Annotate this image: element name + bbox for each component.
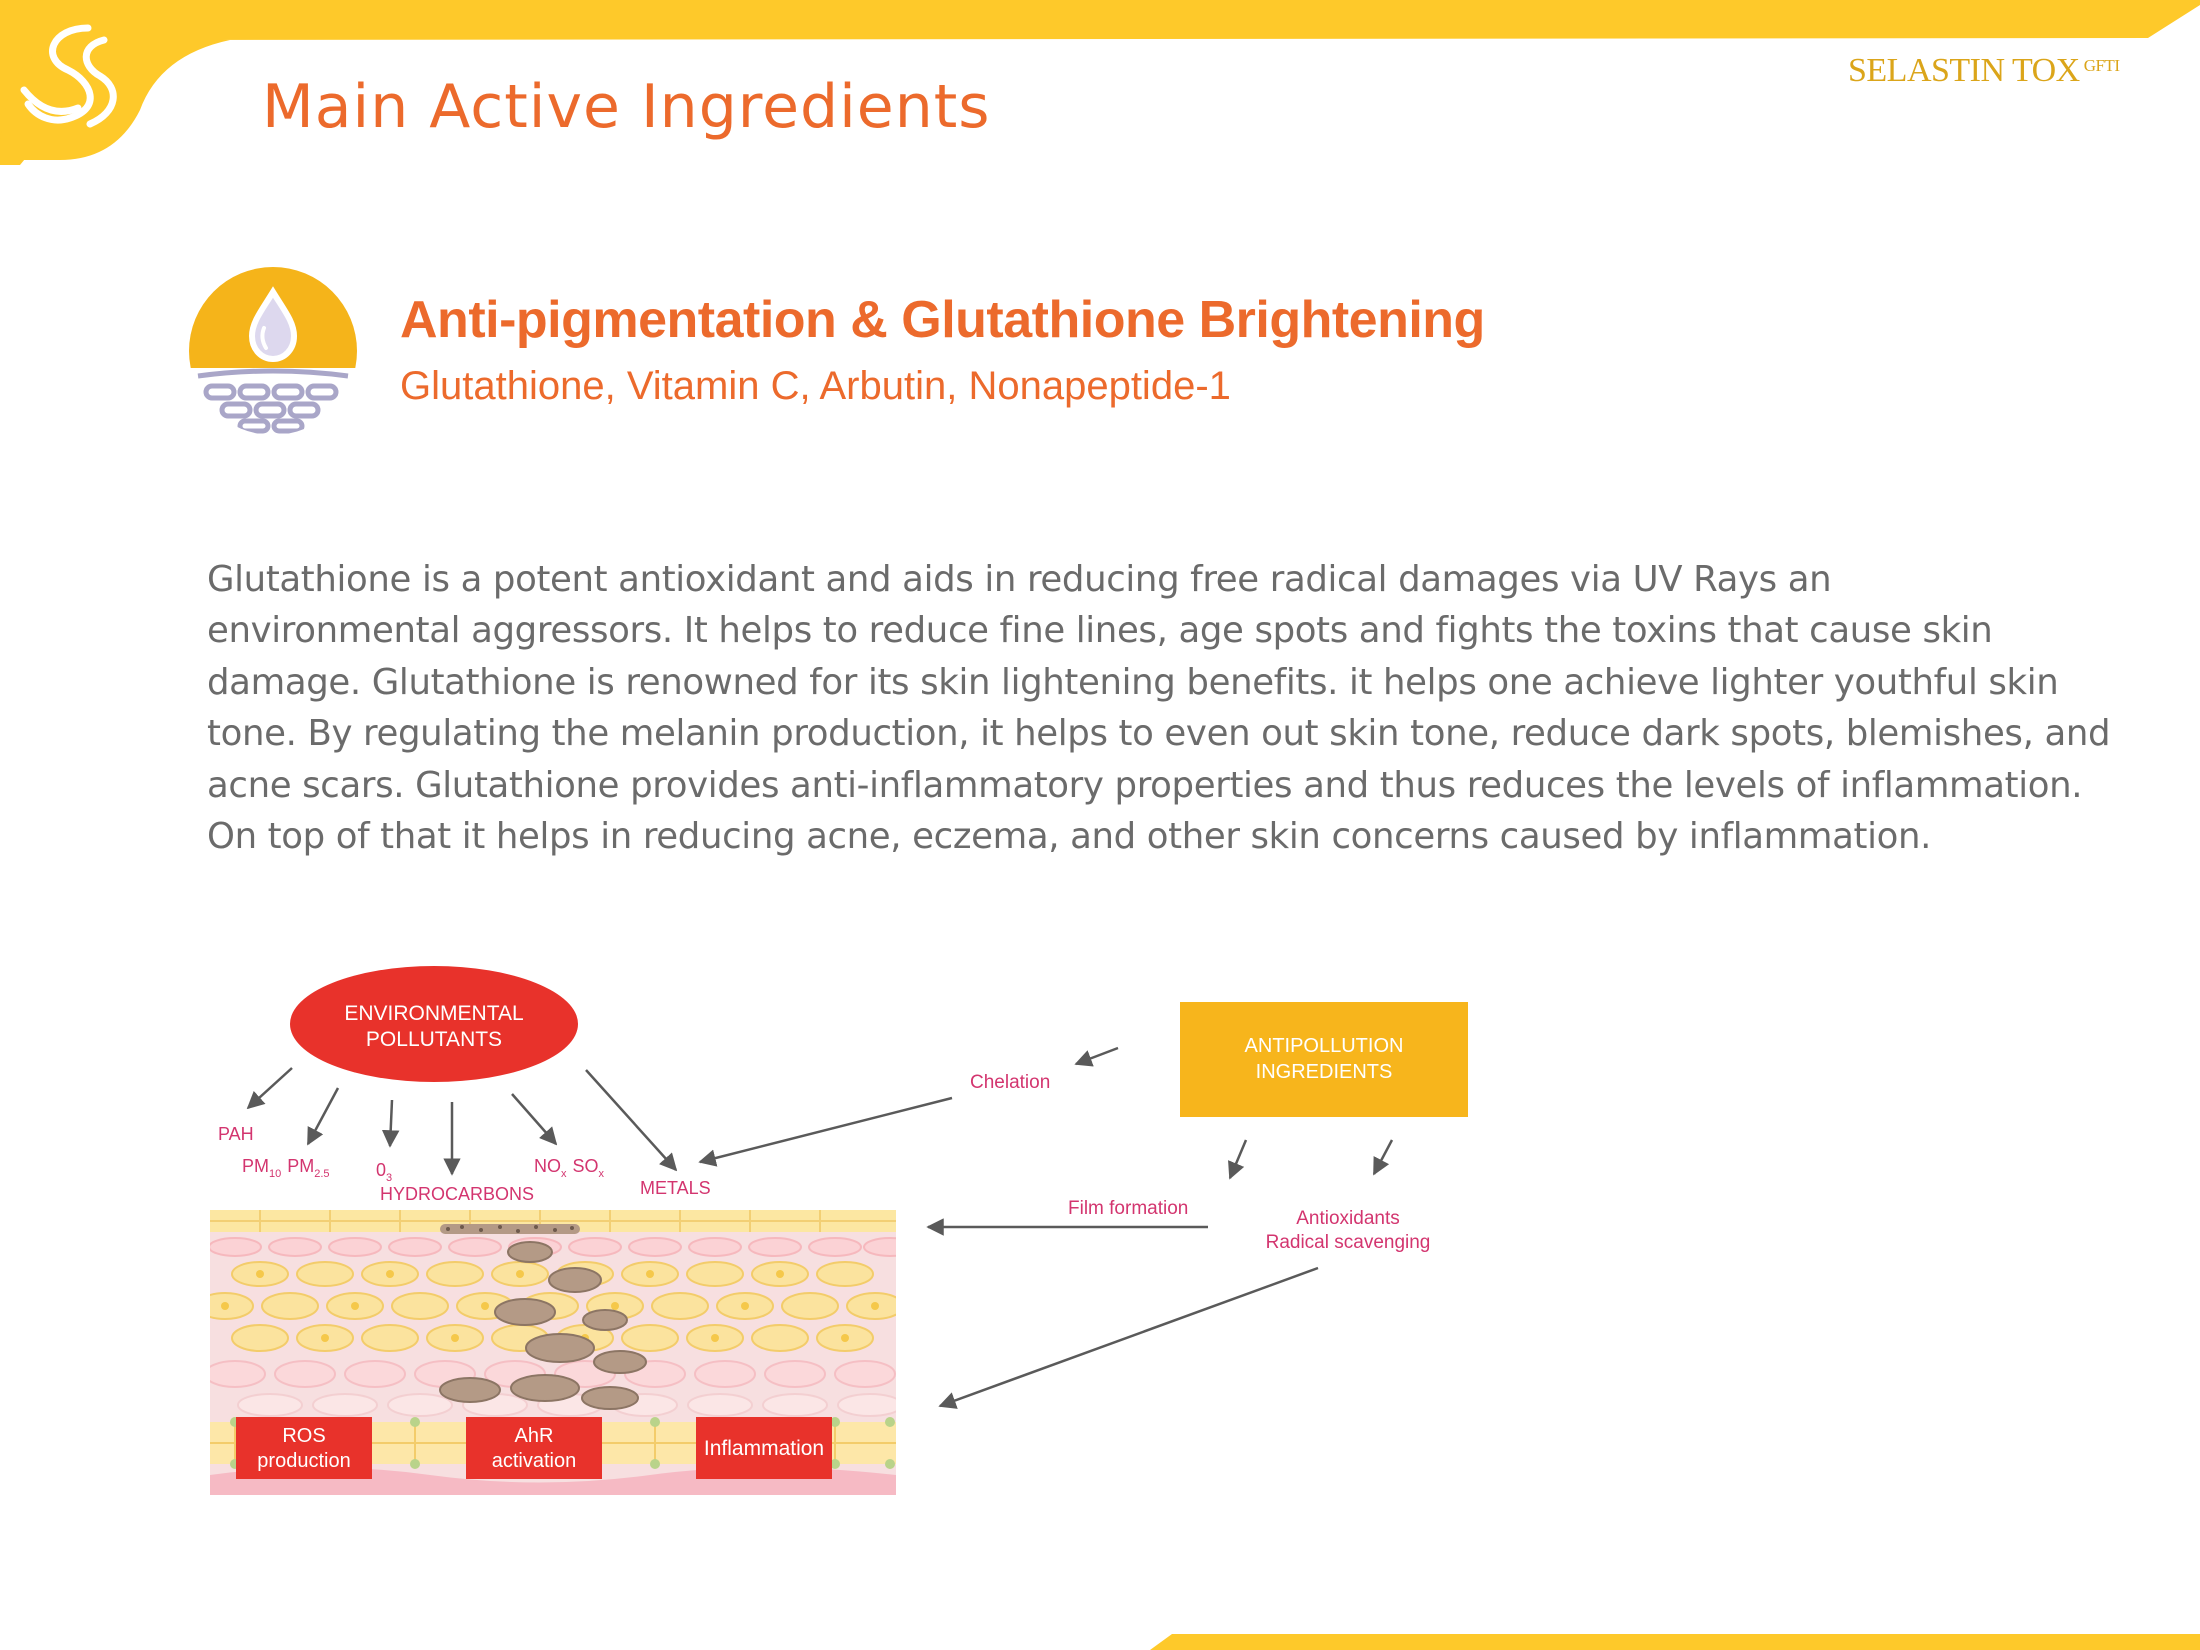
antipollution-ingredients-box [1180,1002,1468,1117]
body-line: environmental aggressors. It helps to re… [207,610,1993,652]
pollutant-arrows [246,1067,678,1176]
antioxidants-line2: Radical scavenging [1266,1232,1431,1253]
ros-line2: production [257,1450,350,1472]
body-line: damage. Glutathione is renowned for its … [207,661,2059,703]
film-formation-label: Film formation [1068,1198,1188,1219]
inflammation-label: Inflammation [704,1437,824,1460]
body-line: On top of that it helps in reducing acne… [207,816,1932,858]
antipollution-line1: ANTIPOLLUTION [1245,1035,1404,1057]
brand-logo-icon [20,24,117,128]
pollutants-line1: ENVIRONMENTAL [344,1002,523,1025]
pollution-diagram: ROS production AhR activation Inflammati… [210,966,1468,1495]
page-title: Main Active Ingredients [262,72,991,142]
brand-text: SELASTIN TOX [1848,52,2080,89]
ahr-activation-box [466,1417,602,1479]
antioxidants-line1: Antioxidants [1296,1208,1400,1229]
header-decoration [0,0,2200,165]
pah-label: PAH [218,1124,254,1144]
section-title: Anti-pigmentation & Glutathione Brighten… [400,291,1485,349]
mechanism-arrows [698,1046,1394,1409]
body-line: Glutathione is a potent antioxidant and … [207,559,1832,600]
body-line: tone. By regulating the melanin producti… [207,713,2111,755]
hydrocarbons-label: HYDROCARBONS [380,1184,534,1204]
bottom-yellow-band [1150,1634,2200,1650]
ahr-line1: AhR [515,1425,554,1447]
pigment-spots [439,1241,647,1410]
o3-label: 03 [376,1160,392,1184]
metals-label: METALS [640,1178,711,1198]
ros-line1: ROS [282,1425,325,1447]
top-yellow-band [0,0,2200,165]
chelation-label: Chelation [970,1072,1050,1093]
inflammation-box [696,1417,832,1479]
body-line: acne scars. Glutathione provides anti-in… [207,764,2083,806]
pollutants-line2: POLLUTANTS [366,1028,502,1051]
antipollution-line2: INGREDIENTS [1256,1061,1393,1083]
surface-particles [440,1224,580,1234]
ahr-line2: activation [492,1450,577,1472]
ros-production-box [236,1417,372,1479]
brand-sup: GFTI [2083,56,2120,75]
environmental-pollutants-ellipse [290,966,578,1082]
water-drop-on-skin-icon [189,267,357,435]
footer-decoration [1150,1634,2200,1650]
body-paragraph: Glutathione is a potent antioxidant and … [207,554,2111,862]
section-subtitle: Glutathione, Vitamin C, Arbutin, Nonapep… [400,364,1231,408]
